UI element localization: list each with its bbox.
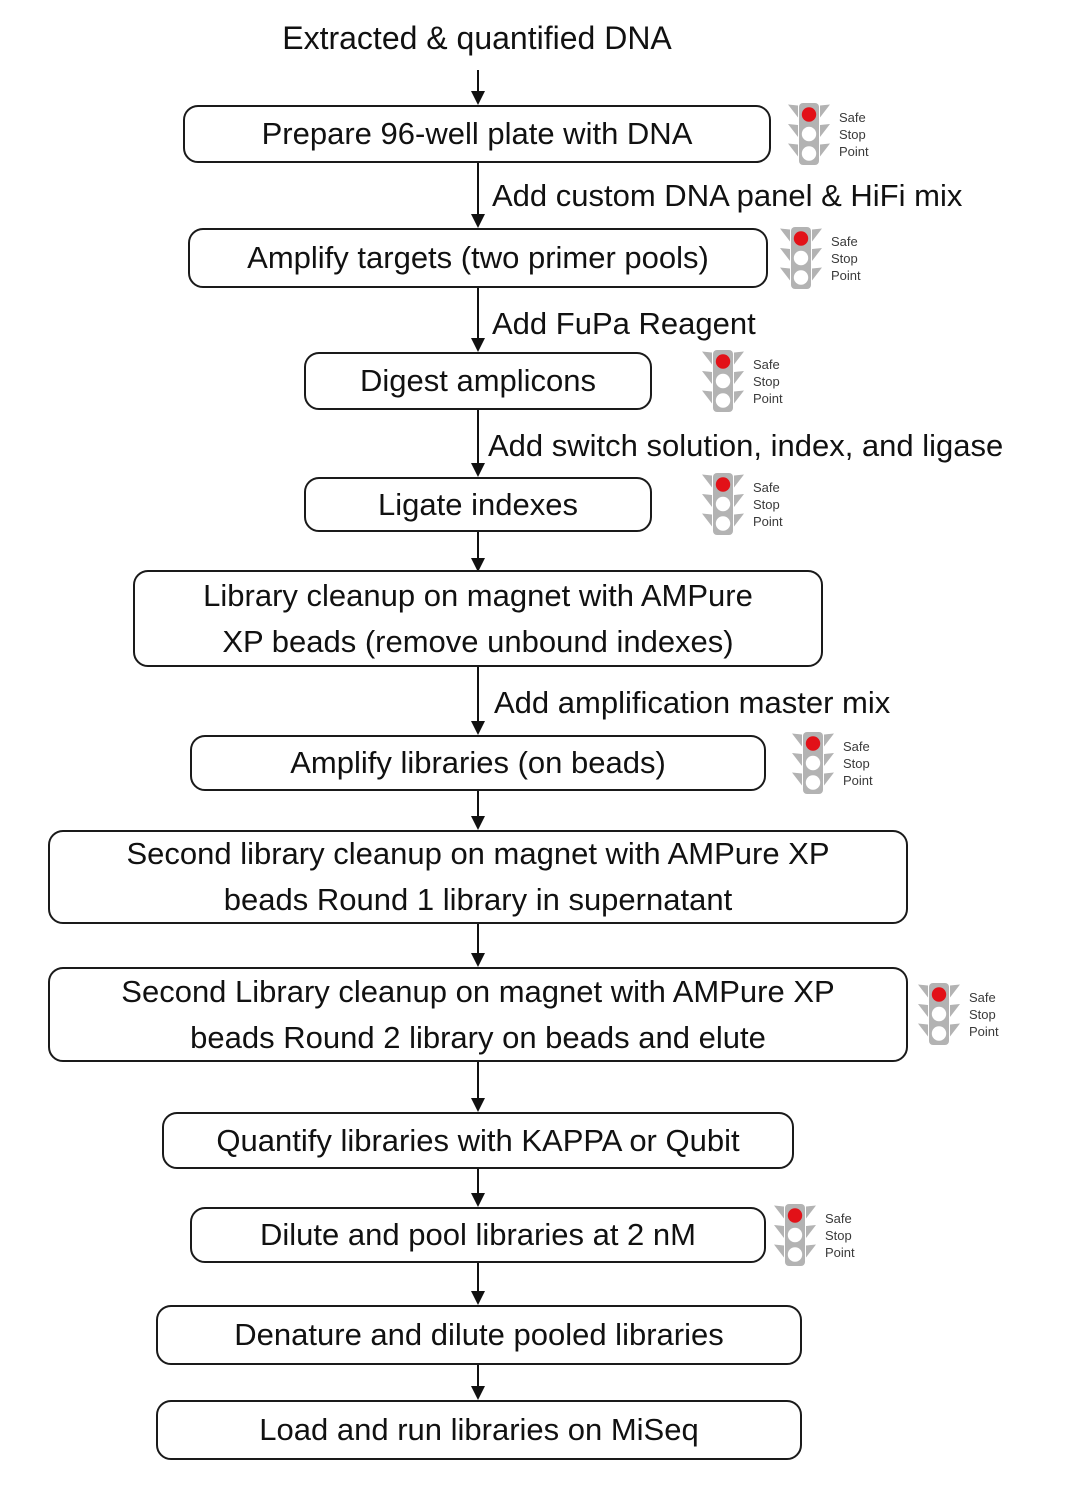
flow-arrow-5 xyxy=(471,532,485,572)
safe-stop-point-label: Safe Stop Point xyxy=(753,479,783,530)
safe-stop-line-1: Safe xyxy=(753,479,780,495)
traffic-light-icon xyxy=(788,103,830,165)
safe-stop-line-2: Stop xyxy=(969,1006,996,1022)
safe-stop-line-2: Stop xyxy=(825,1227,852,1243)
safe-stop-line-1: Safe xyxy=(825,1210,852,1226)
safe-stop-line-2: Stop xyxy=(843,755,870,771)
edge-label-add-master-mix: Add amplification master mix xyxy=(494,685,891,720)
safe-stop-point-label: Safe Stop Point xyxy=(969,989,999,1040)
traffic-light-icon xyxy=(702,350,744,412)
step-amplify-targets: Amplify targets (two primer pools) xyxy=(188,228,768,288)
safe-stop-line-3: Point xyxy=(753,390,783,406)
safe-stop-point-indicator: Safe Stop Point xyxy=(772,1203,855,1267)
step-prepare-96-well-plate: Prepare 96-well plate with DNA xyxy=(183,105,771,163)
flow-arrow-8 xyxy=(471,924,485,967)
safe-stop-line-1: Safe xyxy=(839,109,866,125)
flow-arrow-9 xyxy=(471,1062,485,1112)
edge-label-add-custom-panel: Add custom DNA panel & HiFi mix xyxy=(492,178,963,213)
step-library-cleanup: Library cleanup on magnet with AMPure XP… xyxy=(133,570,823,667)
safe-stop-line-1: Safe xyxy=(843,738,870,754)
safe-stop-line-1: Safe xyxy=(831,233,858,249)
safe-stop-point-indicator: Safe Stop Point xyxy=(778,226,861,290)
step-dilute-pool-libraries: Dilute and pool libraries at 2 nM xyxy=(190,1207,766,1263)
step-second-cleanup-round-1: Second library cleanup on magnet with AM… xyxy=(48,830,908,924)
step-denature-dilute: Denature and dilute pooled libraries xyxy=(156,1305,802,1365)
flow-arrow-2 xyxy=(471,163,485,228)
safe-stop-line-3: Point xyxy=(839,143,869,159)
step-digest-amplicons: Digest amplicons xyxy=(304,352,652,410)
safe-stop-point-label: Safe Stop Point xyxy=(831,233,861,284)
flow-arrow-3 xyxy=(471,288,485,352)
safe-stop-line-3: Point xyxy=(843,772,873,788)
step-load-run-miseq: Load and run libraries on MiSeq xyxy=(156,1400,802,1460)
flow-arrow-12 xyxy=(471,1365,485,1400)
safe-stop-point-indicator: Safe Stop Point xyxy=(700,349,783,413)
safe-stop-line-2: Stop xyxy=(831,250,858,266)
safe-stop-line-1: Safe xyxy=(753,356,780,372)
safe-stop-line-3: Point xyxy=(753,513,783,529)
traffic-light-icon xyxy=(780,227,822,289)
flow-arrow-1 xyxy=(471,70,485,105)
safe-stop-point-label: Safe Stop Point xyxy=(843,738,873,789)
safe-stop-point-indicator: Safe Stop Point xyxy=(700,472,783,536)
flow-arrow-10 xyxy=(471,1169,485,1207)
traffic-light-icon xyxy=(774,1204,816,1266)
safe-stop-point-indicator: Safe Stop Point xyxy=(790,731,873,795)
step-quantify-libraries: Quantify libraries with KAPPA or Qubit xyxy=(162,1112,794,1169)
edge-label-add-switch-solution: Add switch solution, index, and ligase xyxy=(488,428,1004,463)
safe-stop-line-3: Point xyxy=(825,1244,855,1260)
edge-label-add-fupa-reagent: Add FuPa Reagent xyxy=(492,306,756,341)
safe-stop-line-2: Stop xyxy=(753,496,780,512)
start-node-label: Extracted & quantified DNA xyxy=(282,20,672,56)
safe-stop-point-label: Safe Stop Point xyxy=(753,356,783,407)
safe-stop-line-2: Stop xyxy=(753,373,780,389)
flow-arrow-6 xyxy=(471,667,485,735)
safe-stop-point-indicator: Safe Stop Point xyxy=(786,102,869,166)
safe-stop-point-indicator: Safe Stop Point xyxy=(916,982,999,1046)
safe-stop-point-label: Safe Stop Point xyxy=(825,1210,855,1261)
traffic-light-icon xyxy=(702,473,744,535)
step-amplify-libraries: Amplify libraries (on beads) xyxy=(190,735,766,791)
step-ligate-indexes: Ligate indexes xyxy=(304,477,652,532)
traffic-light-icon xyxy=(792,732,834,794)
safe-stop-line-3: Point xyxy=(969,1023,999,1039)
flow-arrow-4 xyxy=(471,410,485,477)
traffic-light-icon xyxy=(918,983,960,1045)
safe-stop-line-1: Safe xyxy=(969,989,996,1005)
safe-stop-point-label: Safe Stop Point xyxy=(839,109,869,160)
step-second-cleanup-round-2: Second Library cleanup on magnet with AM… xyxy=(48,967,908,1062)
flow-arrow-7 xyxy=(471,791,485,830)
flow-arrow-11 xyxy=(471,1263,485,1305)
safe-stop-line-3: Point xyxy=(831,267,861,283)
safe-stop-line-2: Stop xyxy=(839,126,866,142)
